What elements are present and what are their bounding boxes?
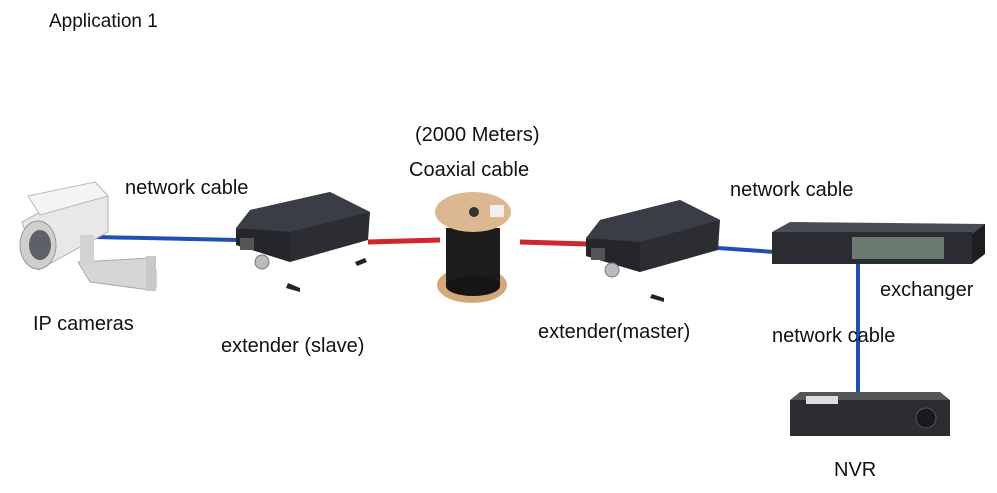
- label-ip-cameras: IP cameras: [33, 313, 134, 335]
- switch-network-cable: [717, 246, 776, 254]
- label-camera-network-cable: network cable: [125, 177, 249, 199]
- label-coaxial-cable: Coaxial cable: [409, 159, 530, 181]
- nvr-icon: [790, 392, 950, 436]
- network-switch-icon: [772, 222, 985, 264]
- coax-cable-right: [519, 239, 589, 247]
- label-nvr: NVR: [834, 459, 877, 481]
- label-switch-network-cable: network cable: [730, 179, 854, 201]
- label-distance: (2000 Meters): [415, 124, 540, 146]
- coax-cable-left: [367, 237, 441, 245]
- diagram-title: Application 1: [49, 11, 158, 32]
- camera-network-cable: [94, 235, 239, 242]
- label-nvr-network-cable: network cable: [772, 325, 896, 347]
- label-extender-slave: extender (slave): [221, 335, 365, 357]
- label-exchanger: exchanger: [880, 279, 974, 301]
- extender-master-icon: [586, 200, 720, 302]
- coax-spool-icon: [435, 192, 511, 303]
- ip-camera-icon: [19, 181, 157, 291]
- label-extender-master: extender(master): [538, 321, 691, 343]
- extender-slave-icon: [236, 192, 370, 292]
